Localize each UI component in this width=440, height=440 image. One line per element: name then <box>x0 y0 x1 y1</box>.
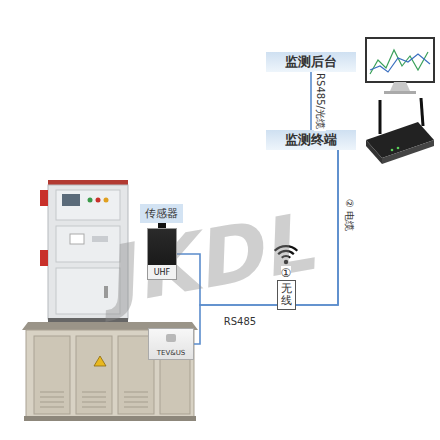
edge-label: RS485/光缆 <box>314 71 326 131</box>
switchgear-cabinet-part <box>88 198 93 203</box>
switchgear-cabinet-part <box>40 190 48 206</box>
switchgear-cabinet-part <box>104 198 109 203</box>
router-icon-part <box>397 147 400 150</box>
switchgear-cabinet-part <box>70 234 84 244</box>
monitor-icon-part <box>384 91 416 94</box>
box-substation <box>22 322 198 421</box>
box-substation-part <box>94 356 106 366</box>
switchgear-cabinet-part <box>40 250 48 266</box>
switchgear-cabinet-part <box>104 286 108 298</box>
band-label: 监测终端 <box>274 130 348 150</box>
router-icon-part <box>391 149 394 152</box>
monitor-backend-band: 监测后台 <box>266 52 356 72</box>
box-substation-part <box>24 416 196 421</box>
tag-label: 传感器 <box>145 206 178 221</box>
band-label: 监测后台 <box>274 52 348 72</box>
monitor-icon-part <box>370 54 430 72</box>
switchgear-cabinet-part <box>92 236 108 242</box>
edge-label: ② 电缆 <box>343 197 355 233</box>
monitor-icon-part <box>366 38 434 82</box>
tev-us-sensor: TEV&US <box>148 328 194 360</box>
uhf-sensor: UHF <box>147 228 177 280</box>
router-icon <box>366 98 434 164</box>
switchgear-cabinet-part <box>56 190 120 220</box>
switchgear-cabinet-part <box>96 198 101 203</box>
device-label: TEV&US <box>157 349 186 357</box>
monitor-icon-part <box>370 50 428 74</box>
box-substation-part <box>40 392 148 407</box>
router-icon-part <box>366 140 382 164</box>
monitor-icon-part <box>390 82 410 91</box>
edge-label: RS485 <box>222 316 258 328</box>
wireless-label: 无线 <box>277 280 296 310</box>
switchgear-cabinet-part <box>62 194 80 206</box>
switchgear-cabinet-part <box>48 180 128 185</box>
wireless-box: ①无线 <box>277 266 296 310</box>
monitor-terminal-band: 监测终端 <box>266 130 356 150</box>
router-icon-part <box>421 98 423 126</box>
switchgear-cabinet-part <box>56 226 120 262</box>
monitor-icon <box>366 38 434 94</box>
router-icon-part <box>379 100 382 134</box>
sensor-tag: 传感器 <box>140 204 183 223</box>
device-label: UHF <box>154 268 170 277</box>
connector-line <box>310 72 312 130</box>
router-icon-part <box>382 140 434 164</box>
callout-number: ① <box>281 266 292 280</box>
